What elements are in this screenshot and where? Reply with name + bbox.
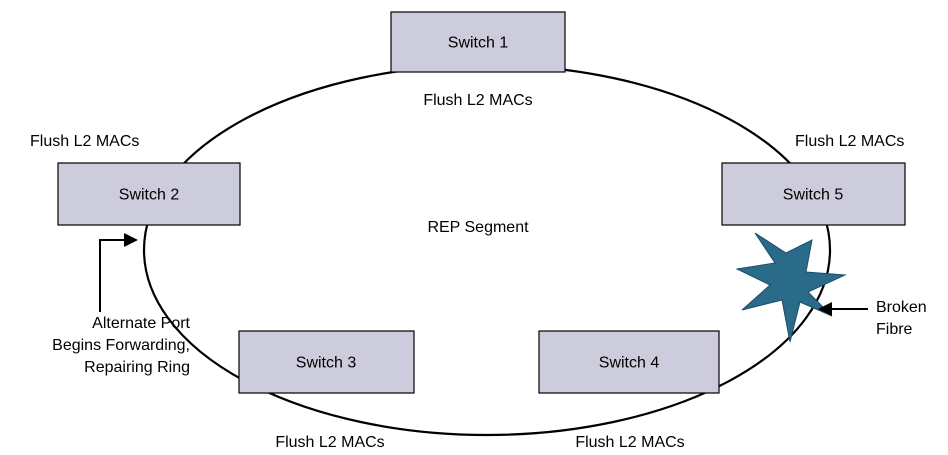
broken-fibre-note-line-1: Broken <box>876 299 927 316</box>
switch-3-box[interactable] <box>238 330 415 394</box>
alternate-port-arrowhead-icon <box>124 233 138 247</box>
switch-5-box[interactable] <box>721 162 906 226</box>
segment-label: REP Segment <box>427 219 529 236</box>
switch-3-flush-label: Flush L2 MACs <box>275 434 385 451</box>
switch-2-flush-label: Flush L2 MACs <box>30 133 140 150</box>
switch-4-label: Switch 4 <box>598 354 660 372</box>
switch-1-label: Switch 1 <box>447 34 509 52</box>
switch-1-flush-label: Flush L2 MACs <box>423 92 533 109</box>
alternate-port-arrow <box>99 239 126 312</box>
switch-4-box[interactable] <box>538 330 720 394</box>
switch-5-flush-label: Flush L2 MACs <box>795 133 905 150</box>
broken-fibre-arrowhead-icon <box>818 302 832 316</box>
broken-fibre-note-line-2: Fibre <box>876 321 913 338</box>
alternate-port-note-line-1: Alternate Port <box>92 315 190 332</box>
switch-5-label: Switch 5 <box>782 186 844 204</box>
broken-fibre-note: Broken Fibre <box>876 297 927 341</box>
switch-2-label: Switch 2 <box>118 186 180 204</box>
switch-3-label: Switch 3 <box>295 354 357 372</box>
alternate-port-note-line-2: Begins Forwarding, <box>52 337 190 354</box>
alternate-port-note-line-3: Repairing Ring <box>84 359 190 376</box>
broken-fibre-burst-icon <box>735 232 847 343</box>
switch-4-flush-label: Flush L2 MACs <box>575 434 685 451</box>
switch-1-box[interactable] <box>390 11 566 73</box>
alternate-port-note: Alternate Port Begins Forwarding, Repair… <box>52 313 190 379</box>
switch-2-box[interactable] <box>57 162 241 226</box>
